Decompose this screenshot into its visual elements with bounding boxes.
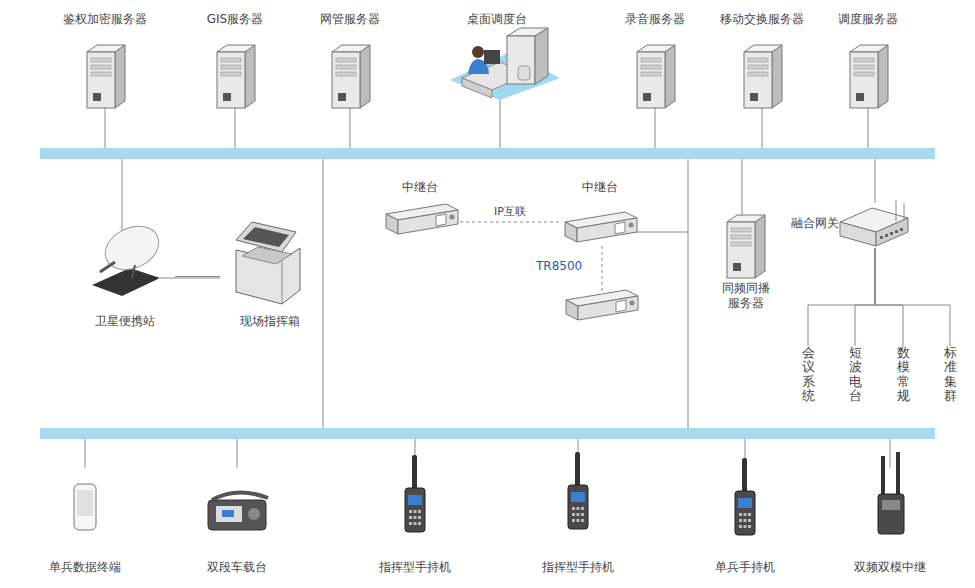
device-label: 现场指挥箱 [240,314,300,328]
device-box: 桌面调度台 [437,12,557,112]
device-label: 会议系统 [802,346,815,403]
network-bus [40,148,935,159]
device-label: 录音服务器 [625,12,685,26]
device-box: 中继台 [560,180,640,247]
device-box: 卫星便携站 [75,225,175,328]
device-box: 双段车载台 [192,446,282,574]
server-icon [217,45,255,108]
device-label: 同频同播服务器 [718,281,774,310]
device-box: 融合网关 [791,198,915,248]
dual-mode-repeater-icon [878,452,904,534]
device-label: 中继台 [402,180,438,194]
device-label: 卫星便携站 [95,314,155,328]
satellite-station-icon [92,218,220,296]
device-label: 双频双模中继 [854,560,926,574]
network-bus [40,428,935,439]
command-box-icon [236,222,300,304]
device-label: 调度服务器 [838,12,898,26]
server-icon [744,45,782,108]
device-label: 指挥型手持机 [379,560,451,574]
device-box: 单兵手持机 [700,446,790,574]
system-column: 标准集群 [941,346,960,410]
connector [875,248,903,346]
data-terminal-icon [74,484,96,530]
device-label: 标准集群 [944,346,957,403]
system-column: 会议系统 [799,346,818,410]
device-box: 同频同播服务器 [711,212,781,310]
repeater-icon [386,204,458,234]
system-column: 数模常规 [894,346,913,410]
device-label: GIS服务器 [207,12,263,26]
device-box: 指挥型手持机 [370,446,460,574]
device-box: 录音服务器 [605,12,705,107]
device-box: GIS服务器 [185,12,285,107]
system-column: 短波电台 [846,346,865,410]
device-label: 移动交换服务器 [720,12,804,26]
device-box: 移动交换服务器 [712,12,812,107]
device-box: 网管服务器 [300,12,400,107]
connector [875,248,950,346]
repeater-icon [565,212,637,242]
dispatch-desk-icon [450,28,560,100]
connector [808,248,875,346]
device-label: 鉴权加密服务器 [63,12,147,26]
device-box: 指挥型手持机 [533,446,623,574]
device-label: 双段车载台 [207,560,267,574]
device-box: 调度服务器 [818,12,918,107]
device-label: 中继台 [582,180,618,194]
device-box: 双频双模中继 [845,446,935,574]
connector [855,248,875,346]
device-label: 单兵数据终端 [49,560,121,574]
device-box: 中继台 [380,180,460,244]
model-label: TR8500 [536,259,582,273]
device-label: 短波电台 [849,346,862,403]
device-box: 单兵数据终端 [40,446,130,574]
bus-wires [85,96,890,468]
vehicle-radio-icon [208,492,268,530]
connector [175,276,220,277]
connector [460,222,560,223]
server-icon [332,45,370,108]
device-label: 单兵手持机 [715,560,775,574]
device-label: 桌面调度台 [467,12,527,26]
device-label: 数模常规 [897,346,910,403]
server-icon [850,45,888,108]
server-icon [727,215,765,278]
handheld-radio-icon [735,458,755,535]
server-icon [637,45,675,108]
handheld-radio-icon [568,452,588,529]
server-icon [87,45,125,108]
device-box: 鉴权加密服务器 [50,12,160,107]
handheld-radio-icon [405,455,425,532]
device-label: 融合网关 [791,216,839,230]
connector-label: IP互联 [492,204,528,219]
device-label: 指挥型手持机 [542,560,614,574]
repeater-icon [566,290,638,320]
device-box: 现场指挥箱 [220,225,320,328]
device-label: 网管服务器 [320,12,380,26]
gateway-icon [840,200,908,246]
